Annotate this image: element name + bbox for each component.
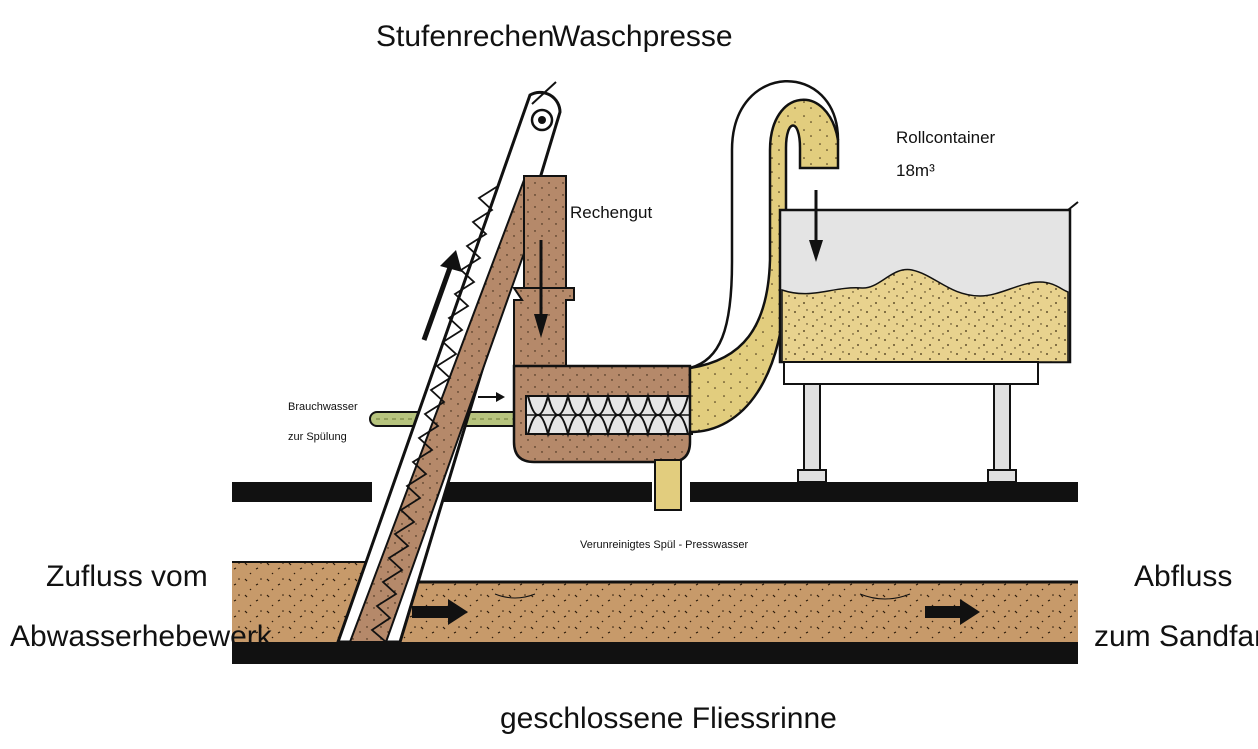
label-service-water-line1: Brauchwasser xyxy=(288,401,358,413)
label-container-line1: Rollcontainer xyxy=(896,128,996,147)
press-drain xyxy=(655,460,681,510)
label-outflow-line1: Abfluss xyxy=(1134,560,1232,593)
flow-arrow-icon xyxy=(478,392,505,402)
wash-press xyxy=(514,176,692,510)
label-outflow-line2: zum Sandfang xyxy=(1094,620,1258,653)
channel-floor xyxy=(232,642,1078,664)
roll-container xyxy=(780,202,1078,482)
label-container-line2: 18m³ xyxy=(896,161,935,180)
label-channel: geschlossene Fliessrinne xyxy=(500,702,837,735)
label-step-screen: Stufenrechen xyxy=(376,20,554,53)
label-wash-press: Waschpresse xyxy=(552,20,733,53)
label-inflow-line1: Zufluss vom xyxy=(46,560,208,593)
label-service-water-line2: zur Spülung xyxy=(288,431,347,443)
screenings-chute xyxy=(524,176,566,288)
container-chassis xyxy=(784,362,1038,384)
label-inflow-line2: Abwasserhebewerk xyxy=(10,620,273,653)
label-press-water: Verunreinigtes Spül - Presswasser xyxy=(580,539,748,551)
label-screenings: Rechengut xyxy=(570,203,653,222)
